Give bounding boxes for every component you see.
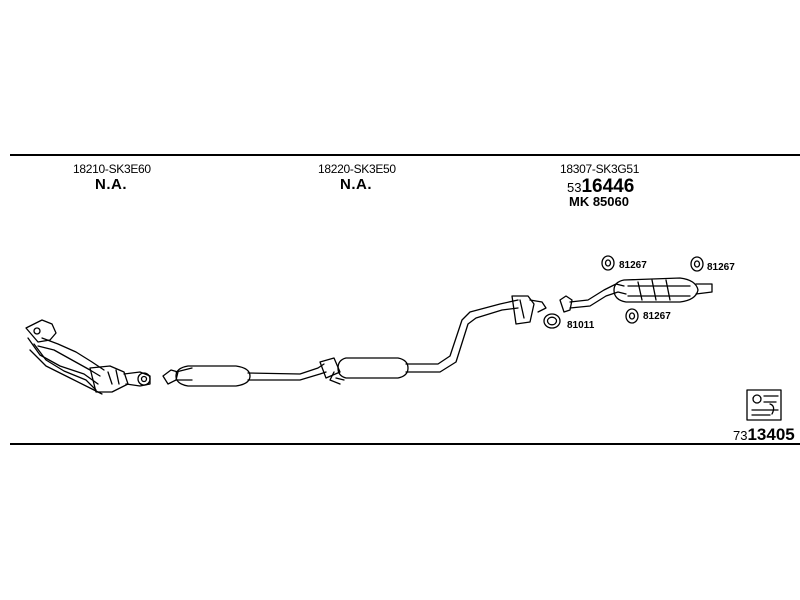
status-front-pipe: N.A. [95,176,127,193]
hanger-81267-right [690,256,704,272]
diagram-code-prefix: 73 [733,428,748,443]
diagram-code: 7313405 [733,425,795,445]
middle-pipe-resonator [162,357,345,387]
front-pipe-manifold [25,319,151,395]
bottom-rule [10,443,800,445]
part-number-middle-pipe: 18220-SK3E50 [318,162,396,176]
hanger-81267-bottom [625,308,639,324]
callout-label-81011: 81011 [567,320,595,331]
rear-muffler-code-main: 16446 [581,176,635,197]
callout-label-81267-left: 81267 [619,260,647,271]
rear-muffler-mk-number: MK 85060 [569,194,629,209]
part-number-front-pipe: 18210-SK3E60 [73,162,151,176]
diagram-code-main: 13405 [747,425,795,444]
status-middle-pipe: N.A. [340,176,372,193]
rear-muffler-code: 5316446 [567,176,634,198]
callout-label-81267-right: 81267 [707,262,735,273]
hanger-81267-left [601,255,615,271]
top-rule [10,154,800,156]
callout-label-81267-bottom: 81267 [643,311,671,322]
rear-muffler [559,277,713,313]
part-number-rear-muffler: 18307-SK3G51 [560,162,640,176]
center-muffler-pipe [337,295,547,379]
rear-muffler-code-prefix: 53 [567,180,582,195]
gasket-81011 [543,313,561,329]
kit-icon [746,389,782,421]
